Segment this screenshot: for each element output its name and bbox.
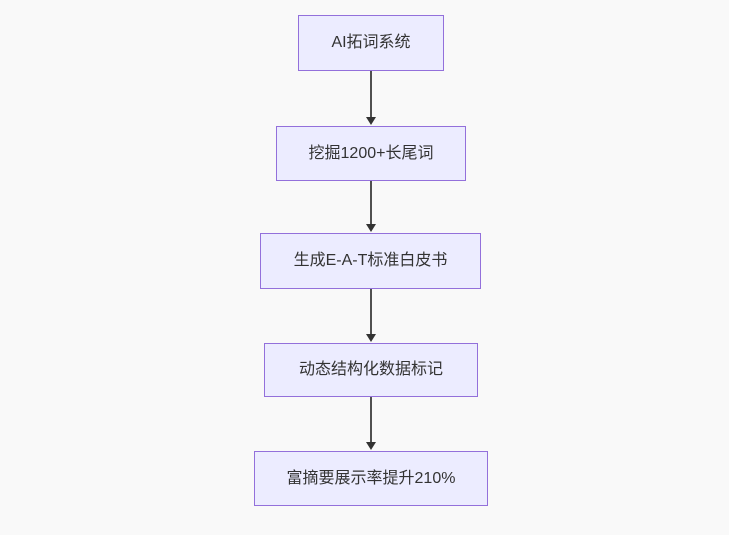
flow-node-label: 挖掘1200+长尾词 <box>308 144 434 162</box>
flow-node-longtail-mining: 挖掘1200+长尾词 <box>276 126 466 181</box>
flow-node-label: 富摘要展示率提升210% <box>286 469 456 487</box>
flow-arrow-a-b <box>366 71 376 125</box>
flow-arrow-d-e <box>366 397 376 450</box>
flow-node-rich-snippet-result: 富摘要展示率提升210% <box>254 451 488 506</box>
flow-node-label: 生成E-A-T标准白皮书 <box>293 252 448 270</box>
flow-node-label: AI拓词系统 <box>331 34 411 52</box>
flow-node-eat-whitepaper: 生成E-A-T标准白皮书 <box>260 233 481 289</box>
flow-node-structured-data-markup: 动态结构化数据标记 <box>264 343 478 397</box>
flow-node-ai-word-expansion: AI拓词系统 <box>298 15 444 71</box>
flow-node-label: 动态结构化数据标记 <box>298 361 443 379</box>
flow-arrow-c-d <box>366 289 376 342</box>
flow-arrow-b-c <box>366 181 376 232</box>
